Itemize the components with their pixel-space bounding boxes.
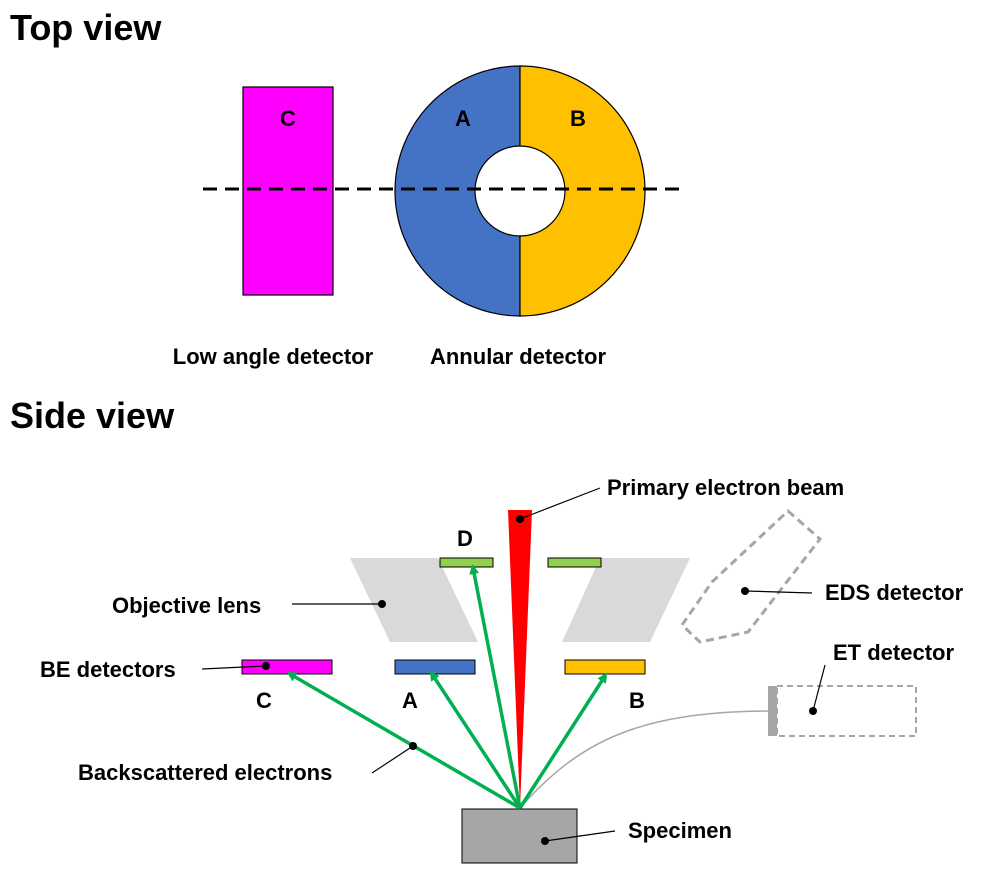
specimen-dot [541, 837, 549, 845]
top-detector-a-letter: A [455, 106, 471, 131]
bse-arrow-to-a [429, 670, 522, 809]
side-detector-a-letter: A [402, 688, 418, 713]
specimen-label: Specimen [628, 818, 732, 843]
bse-arrow-to-d [469, 564, 522, 809]
side-detector-c-letter: C [256, 688, 272, 713]
backscattered-label: Backscattered electrons [78, 760, 332, 785]
side-detector-d-letter: D [457, 526, 473, 551]
primary-electron-beam [508, 510, 532, 808]
eds-label: EDS detector [825, 580, 964, 605]
side-view-heading: Side view [10, 395, 175, 436]
top-detector-c [242, 86, 334, 296]
side-detector-d-left [439, 557, 494, 568]
backscattered-leader [371, 745, 414, 774]
be-detectors-leader [201, 665, 267, 670]
et-leader [812, 664, 826, 712]
et-detector-collector [768, 686, 777, 736]
annular-detector-caption: Annular detector [430, 344, 606, 369]
eds-dot [741, 587, 749, 595]
bse-arrow-to-c [286, 671, 521, 810]
objective-lens-right [562, 558, 690, 642]
be-detectors-dot [262, 662, 270, 670]
et-label: ET detector [833, 640, 954, 665]
top-detector-c-letter: C [280, 106, 296, 131]
bse-arrow-to-b [518, 672, 608, 809]
top-detector-a [394, 65, 521, 317]
eds-leader [744, 590, 813, 594]
top-view-heading: Top view [10, 7, 162, 48]
backscattered-dot [409, 742, 417, 750]
primary-beam-dot [516, 515, 524, 523]
specimen-leader [544, 830, 616, 842]
side-detector-b [564, 659, 646, 675]
primary-beam-label: Primary electron beam [607, 475, 844, 500]
be-detectors-label: BE detectors [40, 657, 176, 682]
et-detector-trajectory [519, 710, 769, 809]
objective-lens-label: Objective lens [112, 593, 261, 618]
side-detector-b-letter: B [629, 688, 645, 713]
low-angle-detector-caption: Low angle detector [173, 344, 374, 369]
side-detector-a [394, 659, 476, 675]
et-dot [809, 707, 817, 715]
top-detector-b-letter: B [570, 106, 586, 131]
top-detector-b [519, 65, 646, 317]
objective-lens-left [350, 558, 478, 642]
eds-detector [680, 508, 823, 644]
primary-beam-leader [519, 487, 601, 520]
specimen [461, 808, 578, 864]
et-detector [776, 685, 917, 737]
side-detector-d-right [547, 557, 602, 568]
objective-lens-dot [378, 600, 386, 608]
